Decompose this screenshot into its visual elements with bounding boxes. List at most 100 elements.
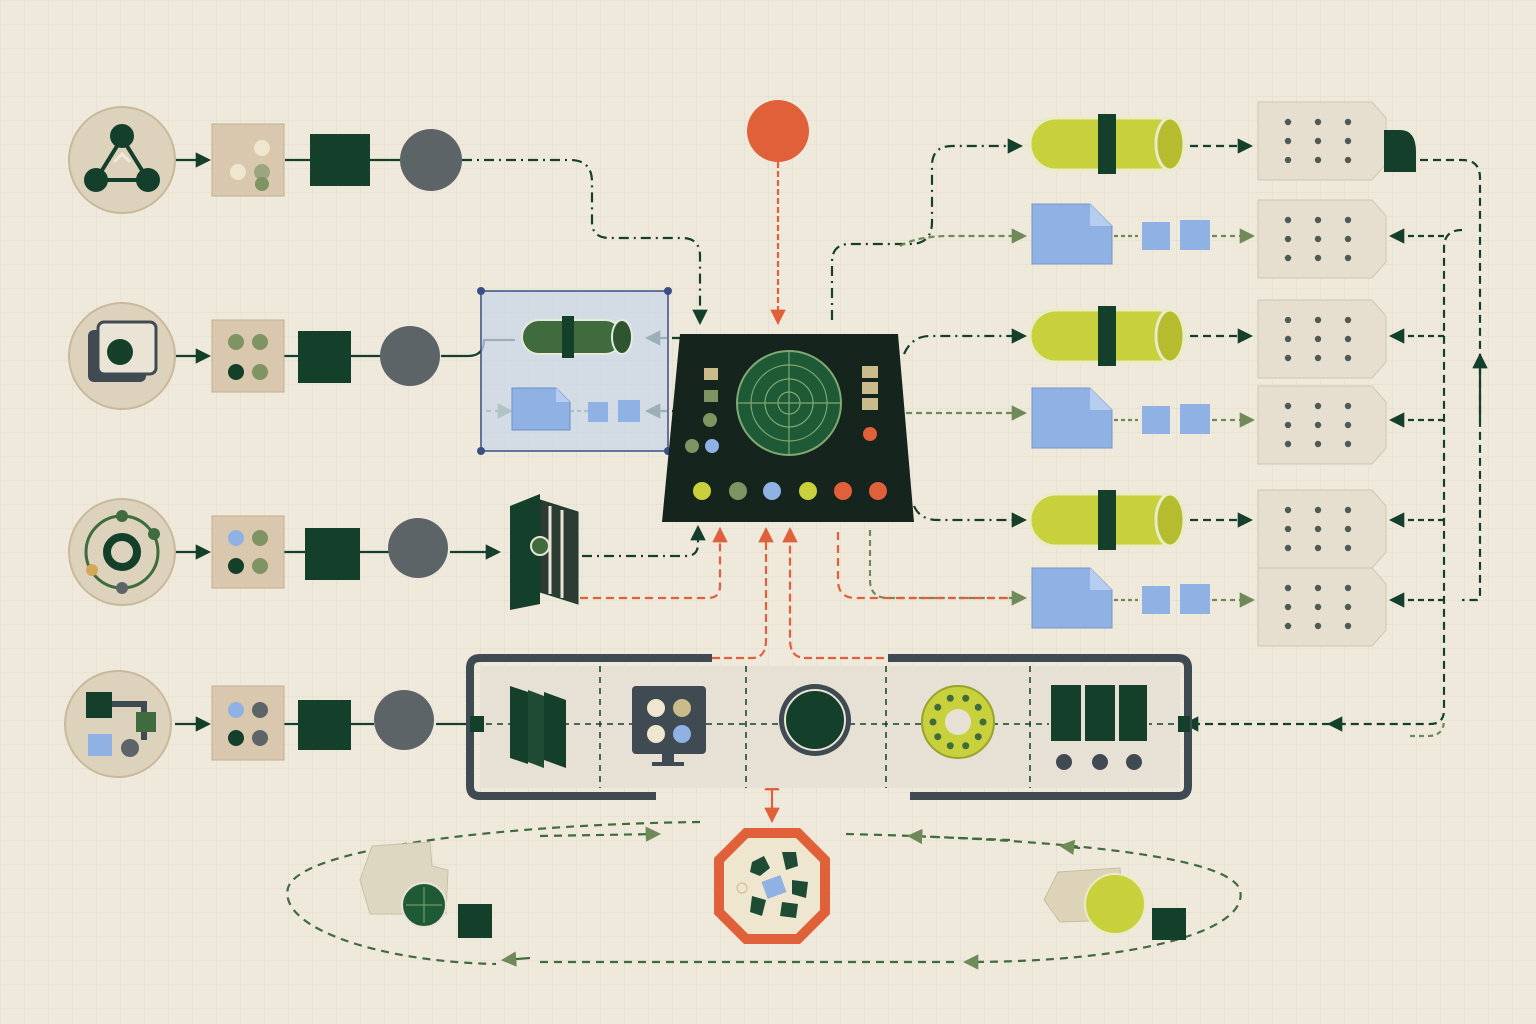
lime-disc-icon: [1043, 867, 1186, 940]
console-button[interactable]: [834, 482, 852, 500]
green-disc-icon: [779, 684, 851, 756]
tag-hole: [1344, 137, 1352, 145]
storage-tag: [1257, 489, 1387, 569]
green-clock-icon: [359, 841, 492, 938]
slate-disc: [400, 129, 462, 191]
tag-hole: [1284, 316, 1292, 324]
lime-cylinder-icon: [1028, 490, 1186, 550]
triangle-network-icon: [84, 124, 160, 192]
tag-hole: [1284, 156, 1292, 164]
dot-tile: [211, 123, 285, 197]
blue-block: [1142, 586, 1170, 614]
tag-hole: [1284, 603, 1292, 611]
blue-block: [1180, 584, 1210, 614]
gear-stud: [979, 718, 987, 726]
storage-tag: [1257, 199, 1387, 279]
tag-hole: [1314, 421, 1322, 429]
blue-block: [588, 402, 608, 422]
gear-stud: [934, 733, 942, 741]
slate-disc: [380, 326, 440, 386]
tag-hole: [1344, 440, 1352, 448]
indicator-lamp: [705, 439, 719, 453]
tag-hole: [1344, 335, 1352, 343]
green-cylinder-icon: [521, 316, 633, 358]
blue-block: [618, 400, 640, 422]
hub-console: [662, 334, 914, 522]
tag-hole: [1314, 584, 1322, 592]
blue-block: [1142, 222, 1170, 250]
tag-hole: [1344, 216, 1352, 224]
radar-icon: [736, 350, 842, 456]
slate-disc: [374, 690, 434, 750]
tag-hole: [1344, 254, 1352, 262]
storage-tag: [1257, 101, 1387, 181]
resize-handle[interactable]: [477, 447, 485, 455]
tag-hole: [1344, 421, 1352, 429]
gate-icon: [510, 494, 579, 610]
gear-stud: [929, 718, 937, 726]
tag-hole: [1344, 525, 1352, 533]
process-square: [305, 528, 360, 580]
document-icon: [511, 387, 571, 431]
tag-hole: [1314, 525, 1322, 533]
tag-hole: [1314, 156, 1322, 164]
indicator-lamp: [862, 366, 878, 378]
source-row-1: [68, 106, 462, 214]
tag-hole: [1344, 506, 1352, 514]
resize-handle[interactable]: [477, 287, 485, 295]
tag-hole: [1344, 622, 1352, 630]
tag-hole: [1284, 421, 1292, 429]
tag-hole: [1284, 440, 1292, 448]
indicator-lamp: [704, 368, 718, 380]
process-square: [298, 700, 351, 750]
gear-stud: [946, 694, 954, 702]
gear-stud: [934, 703, 942, 711]
server-stack-icon: [510, 686, 566, 768]
tag-hole: [1314, 506, 1322, 514]
storage-tag: [1257, 385, 1387, 465]
resize-handle[interactable]: [664, 287, 672, 295]
rack-units-icon: [1049, 683, 1149, 770]
tag-hole: [1344, 354, 1352, 362]
indicator-lamp: [703, 413, 717, 427]
tag-hole: [1284, 544, 1292, 552]
tag-hole: [1344, 402, 1352, 410]
console-button[interactable]: [869, 482, 887, 500]
gear-stud: [974, 703, 982, 711]
tag-hole: [1314, 440, 1322, 448]
orbit-ring-icon: [84, 510, 160, 594]
selection-region[interactable]: [477, 287, 672, 455]
process-square: [298, 331, 351, 383]
tag-hole: [1344, 603, 1352, 611]
dot-tile: [211, 515, 285, 589]
tag-hole: [1314, 354, 1322, 362]
console-button[interactable]: [729, 482, 747, 500]
console-button[interactable]: [763, 482, 781, 500]
indicator-lamp: [862, 382, 878, 394]
indicator-lamp: [863, 427, 877, 441]
tag-hole: [1284, 354, 1292, 362]
tag-hole: [1344, 118, 1352, 126]
blue-block: [1142, 406, 1170, 434]
console-button[interactable]: [693, 482, 711, 500]
output-row-2: [1031, 203, 1210, 265]
tag-hole: [1284, 235, 1292, 243]
gear-stud: [974, 733, 982, 741]
tag-hole: [1284, 254, 1292, 262]
source-row-2: [68, 302, 440, 410]
tag-hole: [1344, 584, 1352, 592]
storage-tags: [1257, 101, 1387, 647]
orange-signal-icon: [747, 100, 809, 162]
source-disc: [68, 106, 176, 214]
output-row-1: [1028, 114, 1186, 174]
region-box: [480, 290, 669, 452]
tag-hole: [1284, 335, 1292, 343]
dot-tile: [211, 685, 285, 761]
process-square: [310, 134, 370, 186]
tag-hole: [1314, 235, 1322, 243]
console-button[interactable]: [799, 482, 817, 500]
tag-hole: [1284, 506, 1292, 514]
lime-cylinder-icon: [1028, 114, 1186, 174]
